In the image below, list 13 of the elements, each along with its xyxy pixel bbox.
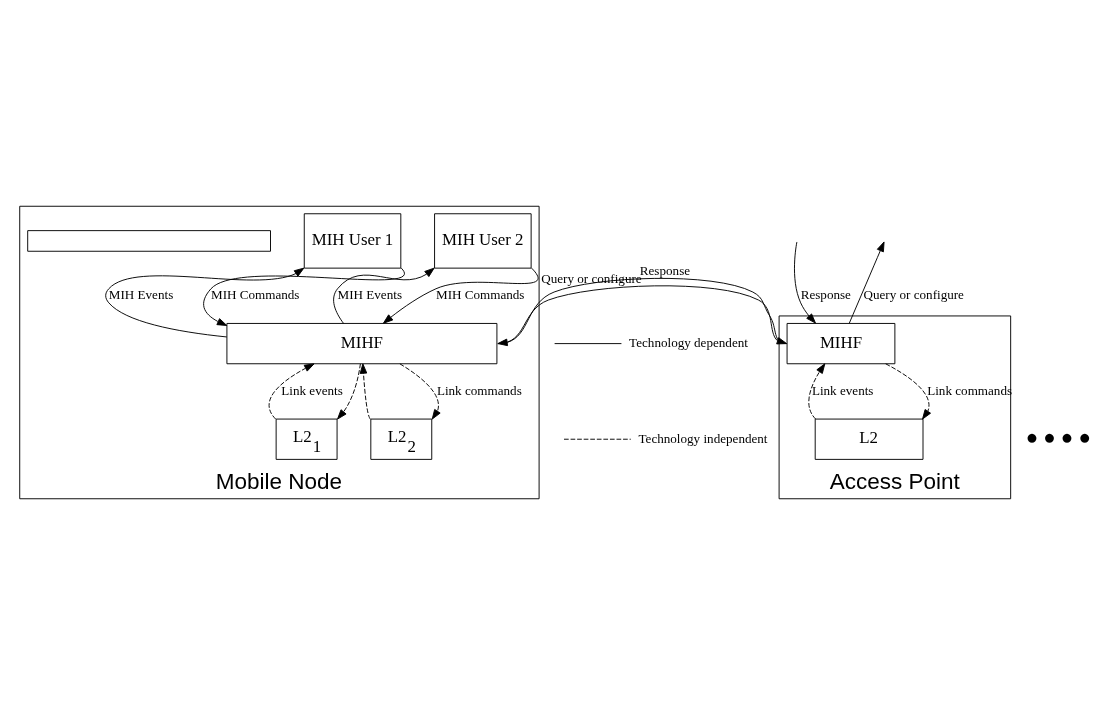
edge-label: MIH Events [337,286,402,302]
edge-label: Link events [281,382,343,398]
edge-label: MIH Commands [435,286,525,302]
legend-label: Technology dependent [629,334,748,350]
label: ● ● ● ● [1025,425,1091,448]
edge-label: Link events [811,382,874,398]
edge-label: MIH Events [108,286,174,302]
edge-label: Response [800,286,851,302]
edge-label: Link commands [436,382,522,398]
edge-label: MIH Commands [210,286,300,302]
legend-label: Technology independent [638,430,768,446]
edge-label: Response [639,262,691,278]
edge-label: Query or configure [863,286,964,302]
